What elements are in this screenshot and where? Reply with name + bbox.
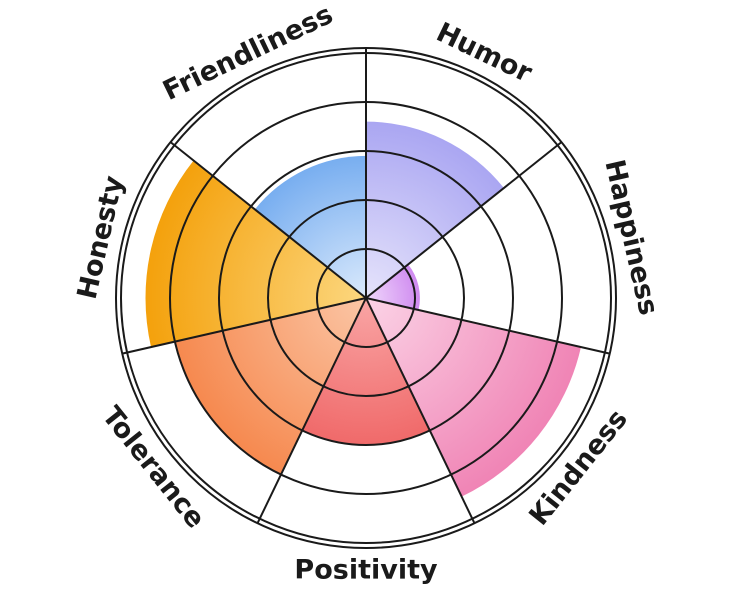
wedge-humor — [366, 121, 504, 298]
wedge-friendliness — [254, 155, 366, 298]
label-positivity: Positivity — [294, 555, 438, 586]
spoke-5 — [256, 297, 367, 524]
wedge-happiness — [366, 264, 420, 310]
spoke-6 — [122, 297, 367, 355]
spoke-3 — [365, 297, 610, 355]
spoke-2 — [365, 141, 563, 299]
grid-layer — [115, 47, 617, 549]
spoke-4 — [365, 297, 476, 524]
wedge-positivity — [302, 298, 430, 445]
wedge-honesty — [145, 160, 366, 348]
spoke-7 — [169, 141, 367, 299]
